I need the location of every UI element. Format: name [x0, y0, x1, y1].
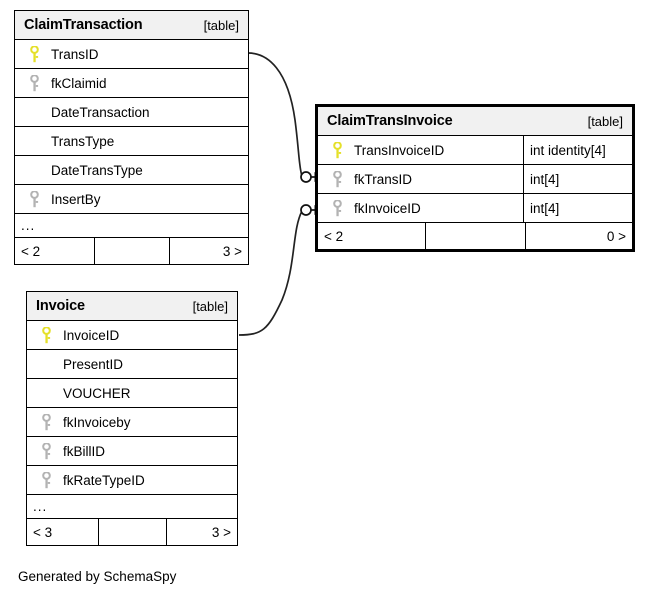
- pager-prev-button[interactable]: < 2: [21, 243, 41, 259]
- primary-key-icon: [35, 326, 57, 344]
- table-type-tag: [table]: [587, 113, 623, 129]
- column-name-cell: fkBillID: [27, 437, 237, 465]
- table-row[interactable]: fkInvoiceby: [27, 408, 237, 437]
- column-label: DateTransaction: [51, 104, 150, 120]
- table-pager: < 2 0 >: [318, 223, 632, 249]
- column-type: int[4]: [523, 194, 632, 222]
- table-row[interactable]: fkInvoiceID int[4]: [318, 194, 632, 223]
- foreign-key-icon: [23, 74, 45, 92]
- more-columns-cell: ...: [27, 495, 237, 518]
- table-header-claimtransaction: ClaimTransaction [table]: [15, 11, 248, 40]
- column-label: fkTransID: [354, 171, 413, 187]
- column-label: fkRateTypeID: [63, 472, 145, 488]
- pager-middle: [424, 223, 526, 249]
- pager-next-button[interactable]: 0 >: [525, 223, 632, 249]
- table-row[interactable]: fkTransID int[4]: [318, 165, 632, 194]
- table-type-tag: [table]: [192, 298, 228, 314]
- pager-next-button[interactable]: 3 >: [168, 238, 248, 264]
- table-row[interactable]: DateTransaction: [15, 98, 248, 127]
- pager-prev-button[interactable]: < 3: [33, 524, 53, 540]
- table-row[interactable]: DateTransType: [15, 156, 248, 185]
- column-name-cell: InvoiceID: [27, 321, 237, 349]
- table-row[interactable]: TransID: [15, 40, 248, 69]
- diagram-caption: Generated by SchemaSpy: [18, 569, 177, 584]
- column-name-cell: fkRateTypeID: [27, 466, 237, 494]
- column-name-cell: DateTransType: [15, 156, 248, 184]
- table-title: Invoice: [36, 298, 85, 314]
- table-columns: InvoiceID PresentID VOUCHER: [27, 321, 237, 545]
- column-name-cell: VOUCHER: [27, 379, 237, 407]
- column-label: TransInvoiceID: [354, 142, 445, 158]
- table-row[interactable]: fkRateTypeID: [27, 466, 237, 495]
- column-type: int[4]: [523, 165, 632, 193]
- relationship-invoiceid-fkinvoiceid: [238, 204, 324, 336]
- column-name-cell: fkClaimid: [15, 69, 248, 97]
- table-title: ClaimTransaction: [24, 17, 143, 33]
- foreign-key-icon: [326, 199, 348, 217]
- column-name-cell: DateTransaction: [15, 98, 248, 126]
- column-label: PresentID: [63, 356, 124, 372]
- pager-middle: [98, 519, 165, 545]
- column-name-cell: TransID: [15, 40, 248, 68]
- column-label: InvoiceID: [63, 327, 120, 343]
- table-row[interactable]: InvoiceID: [27, 321, 237, 350]
- column-name-cell: fkInvoiceby: [27, 408, 237, 436]
- pager-middle: [94, 238, 169, 264]
- ellipsis-label: ...: [33, 499, 48, 514]
- table-node-invoice[interactable]: Invoice [table] InvoiceID: [26, 291, 238, 546]
- table-node-claimtransaction[interactable]: ClaimTransaction [table] TransID: [14, 10, 249, 265]
- table-title: ClaimTransInvoice: [327, 113, 453, 129]
- foreign-key-icon: [35, 413, 57, 431]
- table-columns: TransInvoiceID int identity[4] fkTransID: [318, 136, 632, 249]
- foreign-key-icon: [326, 170, 348, 188]
- table-row[interactable]: VOUCHER: [27, 379, 237, 408]
- column-label: fkInvoiceby: [63, 414, 131, 430]
- foreign-key-icon: [35, 471, 57, 489]
- table-columns: TransID fkClaimid: [15, 40, 248, 264]
- column-name-cell: TransInvoiceID: [318, 136, 523, 164]
- more-columns-row: ...: [15, 214, 248, 238]
- column-label: TransID: [51, 46, 99, 62]
- ellipsis-label: ...: [21, 218, 36, 233]
- more-columns-cell: ...: [15, 214, 248, 237]
- table-row[interactable]: TransInvoiceID int identity[4]: [318, 136, 632, 165]
- table-header-claimtransinvoice: ClaimTransInvoice [table]: [318, 107, 632, 136]
- table-row[interactable]: TransType: [15, 127, 248, 156]
- column-name-cell: InsertBy: [15, 185, 248, 213]
- table-row[interactable]: fkClaimid: [15, 69, 248, 98]
- pager-prev-button[interactable]: < 2: [324, 228, 344, 244]
- table-type-tag: [table]: [203, 17, 239, 33]
- table-row[interactable]: PresentID: [27, 350, 237, 379]
- column-type: int identity[4]: [523, 136, 632, 164]
- pager-next-button[interactable]: 3 >: [165, 519, 237, 545]
- column-name-cell: TransType: [15, 127, 248, 155]
- column-label: DateTransType: [51, 162, 143, 178]
- table-node-claimtransinvoice[interactable]: ClaimTransInvoice [table] TransInvoiceID…: [315, 104, 635, 252]
- column-name-cell: fkInvoiceID: [318, 194, 523, 222]
- relationship-transid-fktransid: [247, 52, 324, 183]
- column-label: VOUCHER: [63, 385, 131, 401]
- table-row[interactable]: InsertBy: [15, 185, 248, 214]
- table-row[interactable]: fkBillID: [27, 437, 237, 466]
- table-header-invoice: Invoice [table]: [27, 292, 237, 321]
- column-label: fkBillID: [63, 443, 106, 459]
- foreign-key-icon: [35, 442, 57, 460]
- primary-key-icon: [23, 45, 45, 63]
- table-pager: < 3 3 >: [27, 519, 237, 545]
- foreign-key-icon: [23, 190, 45, 208]
- column-label: fkClaimid: [51, 75, 107, 91]
- column-label: TransType: [51, 133, 115, 149]
- column-name-cell: fkTransID: [318, 165, 523, 193]
- column-name-cell: PresentID: [27, 350, 237, 378]
- primary-key-icon: [326, 141, 348, 159]
- column-label: InsertBy: [51, 191, 101, 207]
- column-label: fkInvoiceID: [354, 200, 421, 216]
- more-columns-row: ...: [27, 495, 237, 519]
- table-pager: < 2 3 >: [15, 238, 248, 264]
